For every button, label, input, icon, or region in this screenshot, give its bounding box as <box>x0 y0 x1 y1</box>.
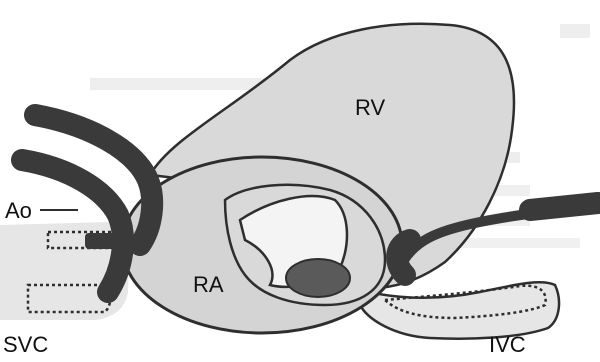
ivc-vessel <box>360 282 559 338</box>
label-ivc: IVC <box>489 332 526 357</box>
ivc-cannula-tip <box>397 240 410 275</box>
ivc-cannula-hub <box>530 203 598 210</box>
label-ra: RA <box>193 272 224 297</box>
label-rv: RV <box>355 95 385 120</box>
svc-cannula-connector <box>85 233 125 249</box>
label-svc: SVC <box>3 332 48 357</box>
label-ao: Ao <box>5 198 32 223</box>
coronary-sinus-ostium <box>286 259 350 297</box>
